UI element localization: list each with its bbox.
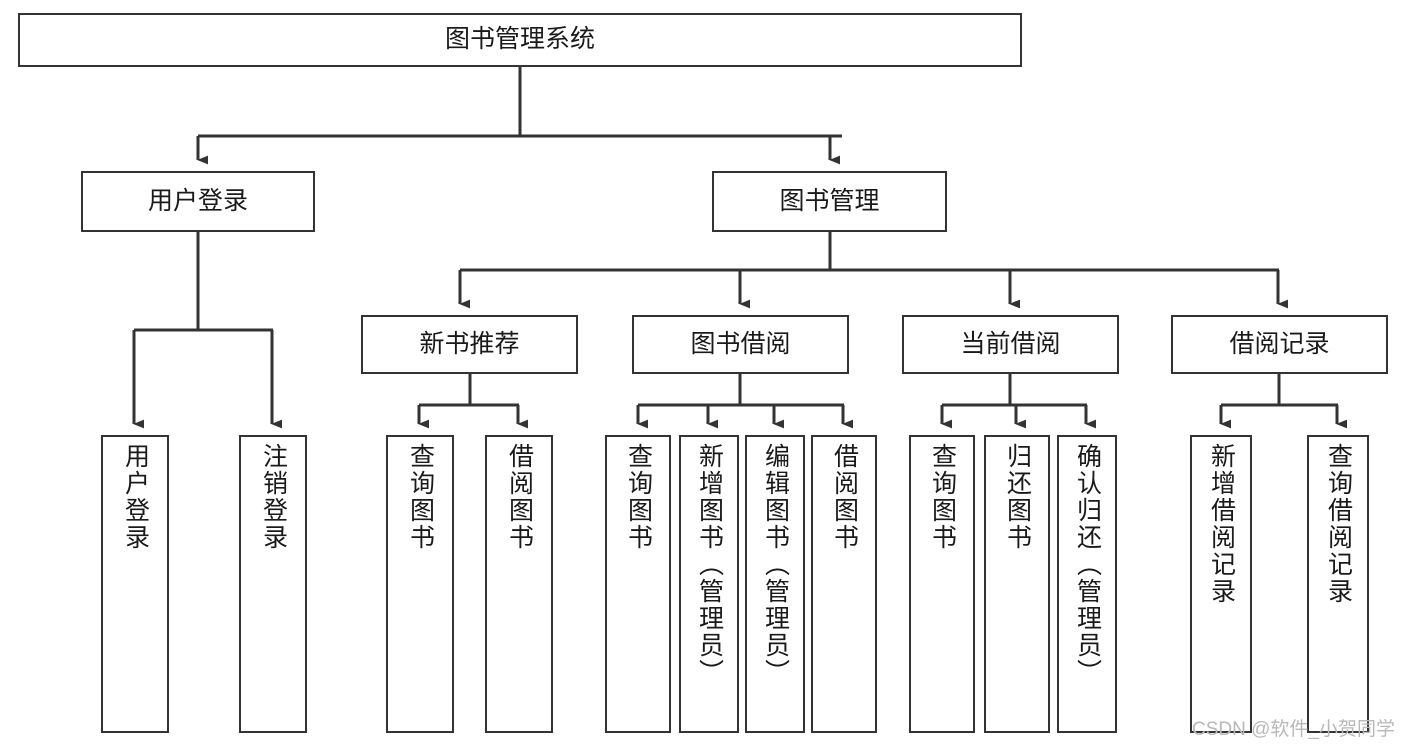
node-leaf-add-book-admin-label: 新增图书（管理员）	[695, 443, 724, 686]
node-root-label: 图书管理系统	[444, 25, 595, 54]
node-book-borrow-label: 图书借阅	[690, 329, 791, 358]
node-root[interactable]: 图书管理系统	[18, 13, 1022, 67]
node-leaf-add-book-admin[interactable]: 新增图书（管理员）	[679, 435, 739, 733]
node-user-login-label: 用户登录	[147, 186, 248, 215]
node-leaf-borrow-book-2-label: 借阅图书	[830, 443, 859, 551]
node-leaf-edit-book-admin-label: 编辑图书（管理员）	[761, 443, 790, 686]
node-leaf-logout-login-label: 注销登录	[259, 443, 288, 551]
node-leaf-query-book-1-label: 查询图书	[406, 443, 435, 551]
node-borrow-records[interactable]: 借阅记录	[1171, 315, 1388, 374]
node-borrow-records-label: 借阅记录	[1229, 329, 1330, 358]
node-leaf-add-borrow-record[interactable]: 新增借阅记录	[1190, 435, 1252, 733]
node-leaf-user-login[interactable]: 用户登录	[101, 435, 169, 733]
node-leaf-borrow-book-1-label: 借阅图书	[505, 443, 534, 551]
node-leaf-confirm-return-admin[interactable]: 确认归还（管理员）	[1057, 435, 1117, 733]
node-new-book-recommend-label: 新书推荐	[419, 329, 520, 358]
node-book-borrow[interactable]: 图书借阅	[632, 315, 849, 374]
node-user-login[interactable]: 用户登录	[81, 171, 315, 232]
node-current-borrow[interactable]: 当前借阅	[902, 315, 1119, 374]
node-leaf-logout-login[interactable]: 注销登录	[239, 435, 307, 733]
node-leaf-query-book-2[interactable]: 查询图书	[605, 435, 671, 733]
node-leaf-query-borrow-record[interactable]: 查询借阅记录	[1307, 435, 1369, 733]
node-leaf-return-book-label: 归还图书	[1003, 443, 1032, 551]
node-book-management-label: 图书管理	[779, 186, 880, 215]
node-leaf-add-borrow-record-label: 新增借阅记录	[1207, 443, 1236, 605]
node-current-borrow-label: 当前借阅	[960, 329, 1061, 358]
node-leaf-query-borrow-record-label: 查询借阅记录	[1324, 443, 1353, 605]
csdn-watermark: CSDN @软件_小贺同学	[1192, 719, 1395, 740]
node-leaf-confirm-return-admin-label: 确认归还（管理员）	[1073, 443, 1102, 686]
node-book-management[interactable]: 图书管理	[712, 171, 947, 232]
node-leaf-user-login-label: 用户登录	[121, 443, 150, 551]
node-leaf-edit-book-admin[interactable]: 编辑图书（管理员）	[745, 435, 805, 733]
node-leaf-query-book-3[interactable]: 查询图书	[909, 435, 975, 733]
node-leaf-borrow-book-1[interactable]: 借阅图书	[485, 435, 553, 733]
node-new-book-recommend[interactable]: 新书推荐	[361, 315, 578, 374]
node-leaf-borrow-book-2[interactable]: 借阅图书	[811, 435, 877, 733]
node-leaf-query-book-1[interactable]: 查询图书	[386, 435, 454, 733]
node-leaf-return-book[interactable]: 归还图书	[984, 435, 1050, 733]
node-leaf-query-book-3-label: 查询图书	[928, 443, 957, 551]
node-leaf-query-book-2-label: 查询图书	[624, 443, 653, 551]
